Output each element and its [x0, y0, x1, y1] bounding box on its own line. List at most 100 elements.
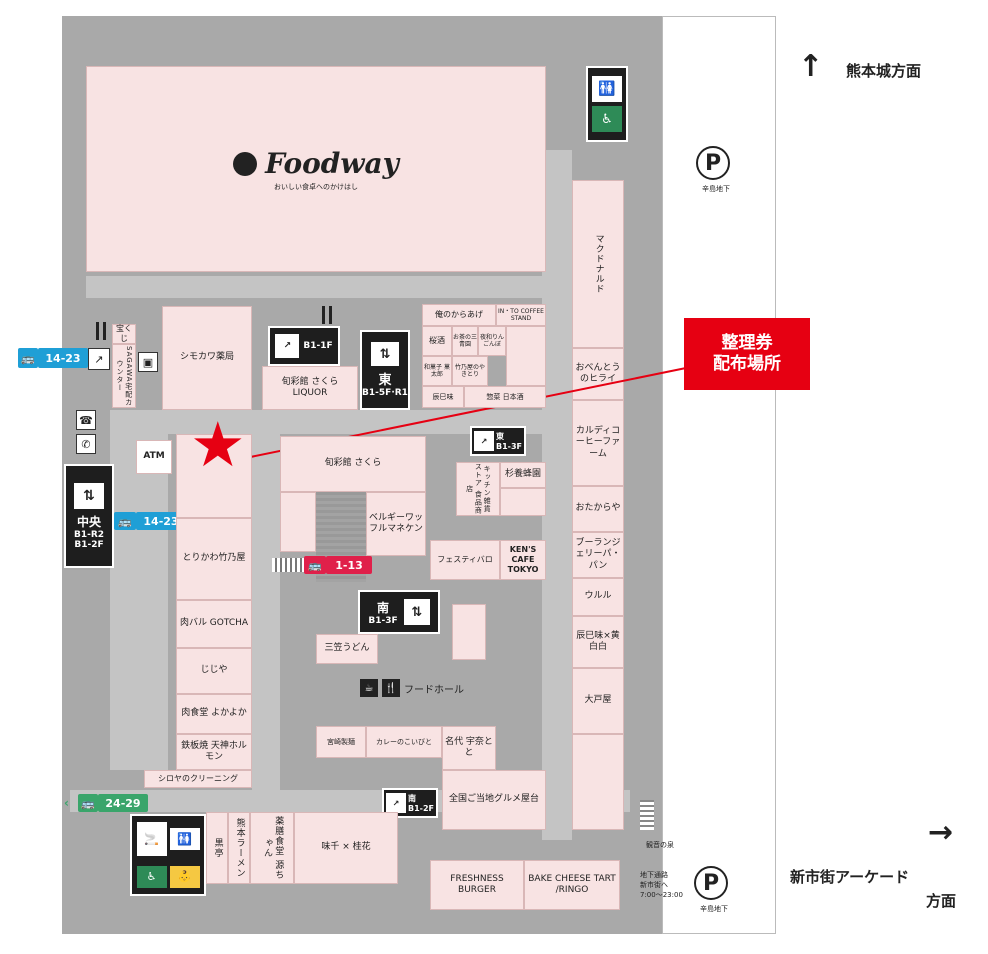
shop-inito-coffee[interactable]: IN・TO COFFEE STAND [496, 304, 546, 326]
atm[interactable]: ATM [136, 440, 172, 474]
baby-room-icon: 👶 [169, 865, 200, 888]
pillar-icon-2 [322, 306, 332, 324]
parking-icon: P [696, 146, 730, 180]
restroom-block-south: 🚬 🚻 ♿ 👶 [130, 814, 206, 896]
shop-ringo[interactable]: 夜和りんごんぼ [478, 326, 506, 356]
bus-icon: 🚌 [18, 348, 39, 368]
parking-label: 辛島地下 [702, 185, 730, 193]
shop-blank-west[interactable] [176, 434, 252, 518]
escalator-south-floors: B1-2F [407, 804, 434, 813]
shop-tenjin-horumon[interactable]: 鉄板焼 天神ホルモン [176, 734, 252, 770]
shop-zenkoku-gurume[interactable]: 全国ご当地グルメ屋台 [442, 770, 546, 830]
parking-label-2: 辛島地下 [700, 905, 728, 913]
shop-blank-south-1[interactable] [452, 604, 486, 660]
escalator-north[interactable]: ↗ B1-1F [268, 326, 340, 366]
foodway-subtitle: おいしい食卓へのかけはし [274, 183, 358, 192]
foodway-logo-icon [233, 151, 258, 176]
shop-kaldi[interactable]: カルディコーヒーファーム [572, 400, 624, 486]
bus-stop-24-29[interactable]: ‹ 🚌 24-29 [64, 794, 154, 812]
shop-misc-row[interactable]: 惣菜 日本酒 [464, 386, 546, 408]
shop-yakuchi[interactable]: 薬膳食堂 源ちゃん [250, 812, 294, 884]
escalator-south[interactable]: ↗ 南 B1-2F [382, 788, 438, 818]
shop-east-blank[interactable] [572, 734, 624, 830]
shop-boulangerie[interactable]: ブーランジェリーパ・パン [572, 532, 624, 578]
east-direction-label-2: 方面 [926, 892, 957, 910]
shop-sakura-liquor[interactable]: 旬彩館 さくら LIQUOR [262, 366, 358, 410]
restroom-block-north: 🚻 ♿ [586, 66, 628, 142]
restroom-icon: 🚻 [592, 76, 622, 102]
shop-kitchen-store[interactable]: キッチン雑貨ストア 食品商店 [456, 462, 500, 516]
shop-jijiya[interactable]: じじや [176, 648, 252, 694]
bus-stop-14-23-west[interactable]: 🚌 14-23 ↗ [18, 348, 110, 370]
shop-curry-koibito[interactable]: カレーのこいびと [366, 726, 442, 758]
shop-mikasa-udon[interactable]: 三笠うどん [316, 634, 378, 664]
vending-icon: ▣ [138, 352, 158, 372]
ticket-distribution-callout: 整理券 配布場所 [684, 318, 810, 390]
shop-ajisen-keika[interactable]: 味千 × 桂花 [294, 812, 398, 884]
shop-blank-center-west[interactable] [280, 492, 316, 552]
east-arrow: → [928, 815, 954, 850]
shop-hachiku[interactable]: 竹乃屋のやきとり [452, 356, 488, 386]
shop-ururu[interactable]: ウルル [572, 578, 624, 616]
shop-takarakuji[interactable]: 宝くじ [112, 324, 136, 344]
food-hall[interactable]: ☕ 🍴 フードホール [360, 678, 500, 698]
shop-blank-east-mid[interactable] [500, 488, 546, 516]
shop-niku-shokudo[interactable]: 肉食堂 よかよか [176, 694, 252, 734]
bus-stop-label-4: 24-29 [98, 794, 148, 812]
foodway-store[interactable]: Foodway おいしい食卓へのかけはし [86, 66, 546, 272]
shop-sanjuseki[interactable]: お茶の三青園 [452, 326, 478, 356]
shop-festivalo[interactable]: フェスティバロ [430, 540, 500, 580]
accessible-restroom-icon: ♿ [592, 106, 622, 132]
shop-blank-ne[interactable] [506, 326, 546, 386]
shop-belgian-waffle[interactable]: ベルギーワッフルマネケン [366, 492, 426, 556]
escalator-icon: ↗ [87, 348, 110, 370]
shop-obento-hirai[interactable]: おべんとうのヒライ [572, 348, 624, 400]
foodway-name: Foodway [265, 147, 399, 181]
shop-sugiyasu[interactable]: 杉養蜂園 [500, 462, 546, 488]
star-icon: ★ [190, 408, 246, 481]
shop-orenokaraage[interactable]: 俺のからあげ [422, 304, 496, 326]
shop-sakura-main[interactable]: 旬彩館 さくら [280, 436, 426, 492]
elevator-central[interactable]: ⇅ 中央 B1-R2 B1-2F [64, 464, 114, 568]
shop-freshness-burger[interactable]: FRESHNESS BURGER [430, 860, 524, 910]
shop-torikawa[interactable]: とりかわ竹乃屋 [176, 518, 252, 600]
elevator-south[interactable]: 南 B1-3F ⇅ [358, 590, 440, 634]
escalator-icon-south: ↗ [385, 793, 406, 813]
corridor-center [252, 410, 280, 790]
shop-mcdonalds[interactable]: マクドナルド [572, 180, 624, 348]
bus-stop-1-13-center[interactable]: 🚌 1-13 [272, 556, 372, 574]
escalator-east-title: 東 [495, 432, 504, 441]
escalator-north-floors: B1-1F [303, 341, 333, 351]
shop-wagashi[interactable]: 和菓子 菓太郎 [422, 356, 452, 386]
shop-meidai-unatoto[interactable]: 名代 宇奈とと [442, 726, 496, 770]
shop-kumamoto-ramen[interactable]: 熊本ラーメン [228, 812, 250, 884]
shop-bake-cheese-tart[interactable]: BAKE CHEESE TART /RINGO [524, 860, 620, 910]
shop-sagawa[interactable]: SAGAWA宅配カウンター [112, 344, 136, 408]
shop-niku-bar[interactable]: 肉バル GOTCHA [176, 600, 252, 648]
shop-kokutei[interactable]: 黒亭 [206, 812, 228, 884]
shop-shiroya[interactable]: シロヤのクリーニング [144, 770, 252, 788]
shop-tatsumi-kouhakuhaku[interactable]: 辰巳味×黄白白 [572, 616, 624, 668]
food-hall-label: フードホール [404, 684, 464, 696]
sakura-liquor-line-2: LIQUOR [292, 388, 328, 398]
bus-stop-14-23-center[interactable]: 🚌 14-23 [114, 512, 186, 530]
elevator-east[interactable]: ⇅ 東 B1-5F·R1 [360, 330, 410, 410]
shop-sakaya[interactable]: 桜酒 [422, 326, 452, 356]
shop-ootoya[interactable]: 大戸屋 [572, 668, 624, 734]
north-direction-label: 熊本城方面 [846, 62, 922, 80]
shop-otakaraya[interactable]: おたからや [572, 486, 624, 532]
shop-shimokawa[interactable]: シモカワ薬局 [162, 306, 252, 410]
elevator-east-floors: B1-5F·R1 [362, 388, 408, 398]
shop-koukyo[interactable]: 辰巳味 [422, 386, 464, 408]
escalator-east-inner[interactable]: ↗ 東 B1-3F [470, 426, 526, 456]
kannon-spring: 観音の泉 [646, 841, 674, 849]
corridor-east [542, 150, 572, 840]
cafe-icon: ☕ [360, 679, 378, 697]
elevator-south-floors: B1-3F [368, 615, 398, 626]
escalator-icon-east: ↗ [473, 431, 494, 451]
shop-kens-cafe[interactable]: KEN'S CAFE TOKYO [500, 540, 546, 580]
shop-miyazaki-seimen[interactable]: 宮崎製麺 [316, 726, 366, 758]
pillar-icon [96, 322, 106, 340]
escalator-south-text: 南 B1-2F [408, 793, 434, 813]
north-arrow: ↑ [798, 49, 824, 84]
